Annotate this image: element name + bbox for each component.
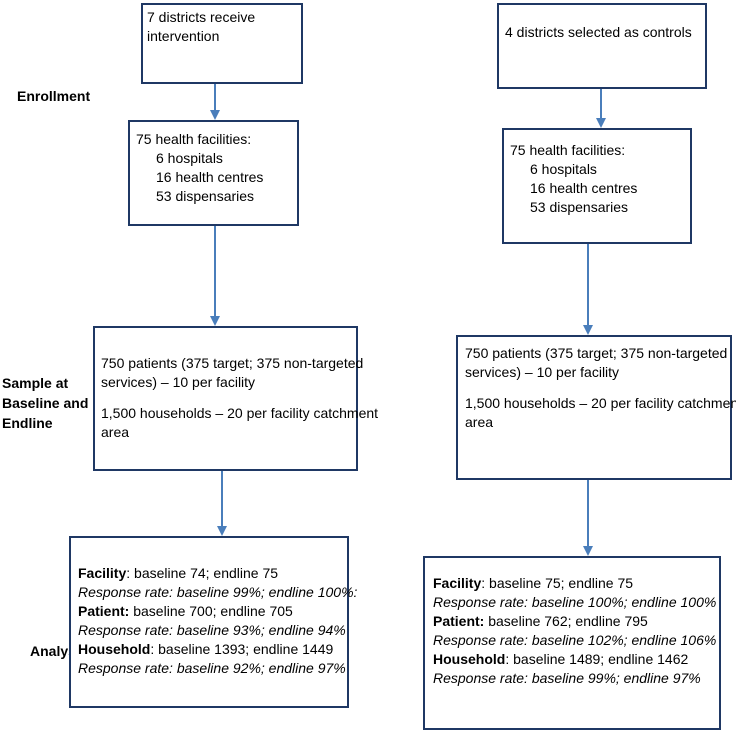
control-household-row: Household: baseline 1489; endline 1462 bbox=[433, 650, 711, 669]
intervention-household-row: Household: baseline 1393; endline 1449 bbox=[78, 640, 340, 659]
control-patient-row: Patient: baseline 762; endline 795 bbox=[433, 612, 711, 631]
label-sample-line3: Endline bbox=[2, 415, 53, 431]
intervention-patient-value: baseline 700; endline 705 bbox=[129, 603, 293, 619]
intervention-top-line2: intervention bbox=[147, 28, 220, 44]
intervention-household-label: Household bbox=[78, 641, 151, 657]
intervention-patient-label: Patient: bbox=[78, 603, 130, 619]
control-facilities-title: 75 health facilities: bbox=[510, 142, 626, 158]
intervention-facilities-box: 75 health facilities: 6 hospitals 16 hea… bbox=[128, 120, 299, 226]
intervention-facilities-dispensaries: 53 dispensaries bbox=[156, 188, 255, 204]
control-facility-value: : baseline 75; endline 75 bbox=[481, 575, 634, 591]
intervention-facility-row: Facility: baseline 74; endline 75 bbox=[78, 564, 340, 583]
intervention-sample-line4: area bbox=[101, 424, 130, 440]
control-patient-value: baseline 762; endline 795 bbox=[484, 613, 648, 629]
control-top-line1: 4 districts selected as controls bbox=[505, 24, 692, 40]
intervention-facility-label: Facility bbox=[78, 565, 127, 581]
intervention-facilities-title: 75 health facilities: bbox=[136, 131, 252, 147]
control-sample-line2: services) – 10 per facility bbox=[465, 364, 620, 380]
control-facilities-hospitals: 6 hospitals bbox=[530, 161, 597, 177]
control-household-rate: Response rate: baseline 99%; endline 97% bbox=[433, 670, 701, 686]
control-sample-box: 750 patients (375 target; 375 non-target… bbox=[456, 335, 736, 480]
intervention-top-line1: 7 districts receive bbox=[147, 9, 256, 25]
label-enrollment: Enrollment bbox=[17, 88, 91, 104]
intervention-facility-rate: Response rate: baseline 99%; endline 100… bbox=[78, 584, 358, 600]
control-top-box: 4 districts selected as controls bbox=[497, 3, 707, 89]
control-patient-label: Patient: bbox=[433, 613, 485, 629]
control-facilities-centres: 16 health centres bbox=[530, 180, 638, 196]
control-facility-rate: Response rate: baseline 100%; endline 10… bbox=[433, 594, 717, 610]
intervention-sample-box: 750 patients (375 target; 375 non-target… bbox=[93, 326, 379, 471]
intervention-analysis-box: Facility: baseline 74; endline 75 Respon… bbox=[69, 536, 358, 708]
control-household-label: Household bbox=[433, 651, 506, 667]
control-sample-line1: 750 patients (375 target; 375 non-target… bbox=[465, 345, 728, 361]
intervention-household-rate: Response rate: baseline 92%; endline 97% bbox=[78, 660, 346, 676]
intervention-sample-line2: services) – 10 per facility bbox=[101, 374, 256, 390]
intervention-sample-line1: 750 patients (375 target; 375 non-target… bbox=[101, 355, 364, 371]
control-facility-label: Facility bbox=[433, 575, 482, 591]
intervention-patient-row: Patient: baseline 700; endline 705 bbox=[78, 602, 340, 621]
control-sample-line4: area bbox=[465, 414, 494, 430]
intervention-household-value: : baseline 1393; endline 1449 bbox=[150, 641, 334, 657]
intervention-facility-value: : baseline 74; endline 75 bbox=[126, 565, 279, 581]
intervention-patient-rate: Response rate: baseline 93%; endline 94% bbox=[78, 622, 346, 638]
label-sample-line2: Baseline and bbox=[2, 395, 89, 411]
control-patient-rate: Response rate: baseline 102%; endline 10… bbox=[433, 632, 717, 648]
control-facility-row: Facility: baseline 75; endline 75 bbox=[433, 574, 711, 593]
control-household-value: : baseline 1489; endline 1462 bbox=[505, 651, 689, 667]
intervention-sample-line3: 1,500 households – 20 per facility catch… bbox=[101, 405, 379, 421]
control-sample-line3: 1,500 households – 20 per facility catch… bbox=[465, 395, 736, 411]
label-sample-line1: Sample at bbox=[2, 375, 69, 391]
control-facilities-box: 75 health facilities: 6 hospitals 16 hea… bbox=[502, 128, 692, 244]
intervention-top-box: 7 districts receive intervention bbox=[141, 3, 303, 84]
control-analysis-box: Facility: baseline 75; endline 75 Respon… bbox=[423, 556, 721, 730]
intervention-facilities-centres: 16 health centres bbox=[156, 169, 264, 185]
control-facilities-dispensaries: 53 dispensaries bbox=[530, 199, 629, 215]
intervention-facilities-hospitals: 6 hospitals bbox=[156, 150, 223, 166]
label-sample: Sample at Baseline and Endline bbox=[2, 373, 88, 433]
